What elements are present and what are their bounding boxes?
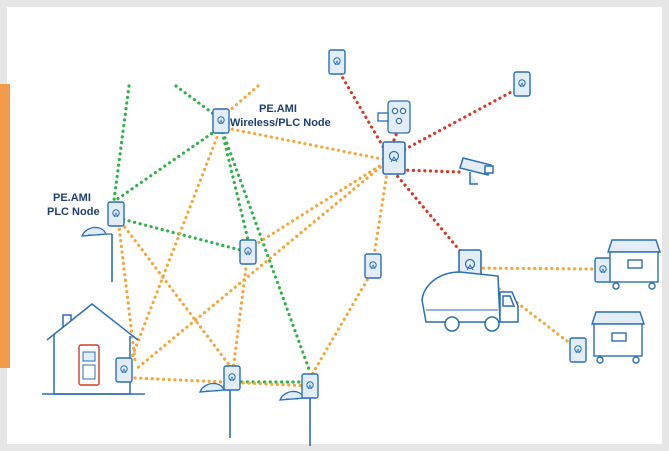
node-icon: [364, 253, 382, 279]
node-icon: [239, 239, 257, 265]
wireless-node-label-line1: PE.AMI: [259, 103, 297, 115]
power-meter-icon: [78, 344, 100, 386]
bin-node-icon: [594, 257, 612, 283]
concentrator-node-icon: [382, 141, 406, 175]
wireless-node-label-line2: Wireless/PLC Node: [230, 117, 331, 129]
plc-node-label-line1: PE.AMI: [53, 192, 91, 204]
streetlight-icon: [81, 226, 113, 283]
red-links: [335, 66, 517, 260]
node-icon: [115, 357, 133, 383]
orange-links: [116, 84, 598, 388]
waste-bin-icon: [591, 311, 645, 364]
plc-node-label-line2: PLC Node: [47, 206, 100, 218]
node-icon: [513, 71, 531, 97]
streetlight-icon: [279, 390, 311, 447]
water-meter-icon: [377, 100, 411, 134]
green-links: [111, 84, 312, 384]
bin-node-icon: [569, 337, 587, 363]
garbage-truck-icon: [421, 271, 519, 332]
plc-node-icon: [107, 201, 125, 227]
streetlight-icon: [199, 382, 231, 439]
accent-bar: [0, 84, 10, 368]
camera-icon: [459, 157, 494, 185]
node-icon: [301, 373, 319, 399]
node-icon: [223, 365, 241, 391]
node-icon: [328, 49, 346, 75]
wireless-plc-node-icon: [212, 108, 230, 134]
waste-bin-icon: [607, 239, 661, 290]
